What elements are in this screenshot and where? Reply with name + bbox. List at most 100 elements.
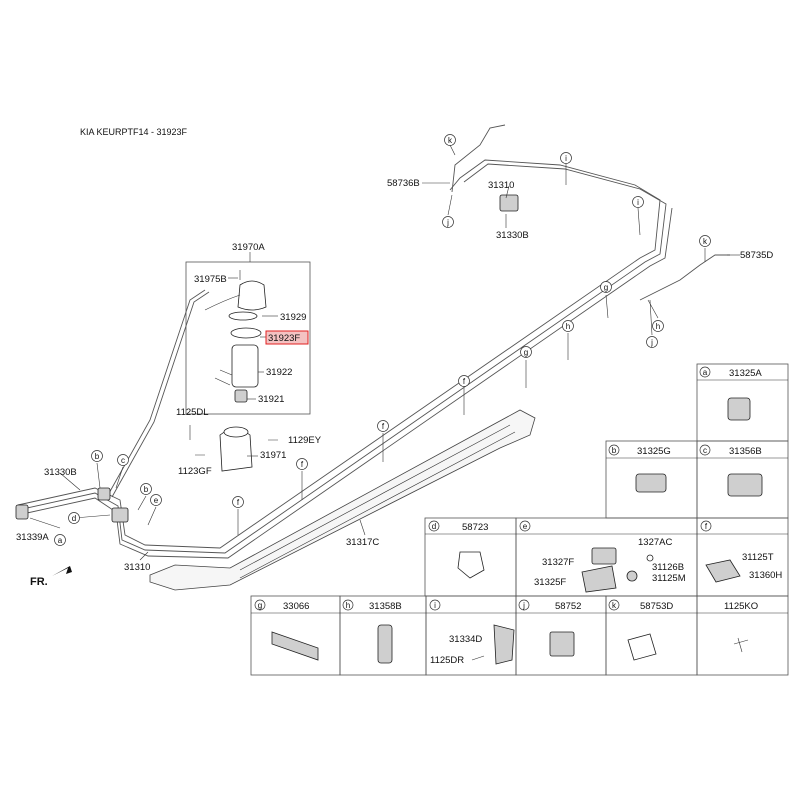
tag-f-2: f xyxy=(377,420,389,432)
svg-text:i: i xyxy=(637,198,639,207)
fuel-filter-assembly xyxy=(204,270,267,403)
fuel-lines xyxy=(17,124,730,559)
front-direction-indicator: FR. xyxy=(30,566,72,588)
legend-part-31358B: 31358B xyxy=(369,601,402,612)
svg-text:k: k xyxy=(612,601,617,610)
callout-31310-top: 31310 xyxy=(488,180,514,191)
svg-text:e: e xyxy=(523,522,528,531)
tag-b-left: b xyxy=(91,450,103,462)
page-title: KIA KEURPTF14 - 31923F xyxy=(80,127,188,137)
legend-part-31334D: 31334D xyxy=(449,634,482,645)
tag-j-right: j xyxy=(646,336,658,348)
tag-h-mid: h xyxy=(562,320,574,332)
fuel-tank-rail xyxy=(149,409,536,591)
part-33066-icon xyxy=(271,631,319,661)
callout-1123GF: 1123GF xyxy=(178,466,212,477)
callout-31921: 31921 xyxy=(258,394,284,405)
legend-part-31125M: 31125M xyxy=(652,573,686,584)
svg-text:c: c xyxy=(703,446,707,455)
svg-text:h: h xyxy=(346,601,350,610)
tag-d: d xyxy=(68,512,80,524)
part-58752-icon xyxy=(549,631,575,657)
callout-31923F[interactable]: 31923F xyxy=(268,333,300,344)
svg-text:k: k xyxy=(703,237,708,246)
callout-labels: 58736B 31310 31330B 58735D 31970A 31975B… xyxy=(16,178,773,573)
legend-part-58752: 58752 xyxy=(555,601,581,612)
part-31327F-icon xyxy=(591,547,617,565)
svg-text:i: i xyxy=(565,154,567,163)
tag-f-1: f xyxy=(458,375,470,387)
connector-clips xyxy=(15,194,519,523)
svg-text:k: k xyxy=(448,136,453,145)
legend-part-1125DR: 1125DR xyxy=(430,655,464,666)
highlight-31923F xyxy=(265,330,309,345)
svg-text:b: b xyxy=(144,485,149,494)
part-1125KO-icon xyxy=(733,637,749,653)
filter-bracket xyxy=(189,425,278,472)
callout-31339A: 31339A xyxy=(16,532,49,543)
svg-text:j: j xyxy=(446,218,449,227)
svg-text:d: d xyxy=(432,522,436,531)
legend-part-58753D: 58753D xyxy=(640,601,673,612)
legend-part-31125T: 31125T xyxy=(742,552,774,563)
part-58723-icon xyxy=(457,551,485,579)
legend-part-1125KO: 1125KO xyxy=(724,601,758,612)
svg-text:j: j xyxy=(650,338,653,347)
svg-text:a: a xyxy=(58,536,63,545)
legend-part-31126B: 31126B xyxy=(652,562,684,573)
callout-31922: 31922 xyxy=(266,367,292,378)
svg-text:g: g xyxy=(524,348,528,357)
legend-part-31325G: 31325G xyxy=(637,446,671,457)
svg-text:g: g xyxy=(258,601,262,610)
callout-58736B: 58736B xyxy=(387,178,420,189)
letter-tags: k j i i k g h j h g f f f f b c b e d a xyxy=(54,134,711,546)
tag-i-top: i xyxy=(560,152,572,164)
svg-text:d: d xyxy=(72,514,76,523)
tag-k-top: k xyxy=(444,134,456,146)
svg-text:f: f xyxy=(382,422,385,431)
legend-part-31360H: 31360H xyxy=(749,570,782,581)
part-1327AC-icon xyxy=(646,554,654,562)
tag-b-mid: b xyxy=(140,483,152,495)
svg-text:j: j xyxy=(522,601,525,610)
svg-text:h: h xyxy=(656,322,660,331)
legend-part-1327AC: 1327AC xyxy=(638,537,672,548)
callout-1129EY: 1129EY xyxy=(288,435,322,446)
callout-31330B-top: 31330B xyxy=(496,230,529,241)
svg-text:f: f xyxy=(301,460,304,469)
legend-part-58723: 58723 xyxy=(462,522,488,533)
svg-text:g: g xyxy=(604,283,608,292)
leader-lines xyxy=(29,144,740,561)
tag-c-left: c xyxy=(117,454,129,466)
tag-i-mid: i xyxy=(632,196,644,208)
part-31334D-icon xyxy=(493,624,515,665)
callout-31975B: 31975B xyxy=(194,274,227,285)
svg-text:h: h xyxy=(566,322,570,331)
svg-text:c: c xyxy=(121,456,125,465)
front-label: FR. xyxy=(30,576,48,588)
tag-h-right: h xyxy=(652,320,664,332)
svg-text:f: f xyxy=(705,522,708,531)
callout-31929: 31929 xyxy=(280,312,306,323)
front-arrow-icon xyxy=(52,566,72,576)
callout-1125DL: 1125DL xyxy=(176,407,209,418)
tag-a: a xyxy=(54,534,66,546)
part-31325G-icon xyxy=(635,473,667,493)
part-31125M-icon xyxy=(626,570,638,582)
callout-31330B-left: 31330B xyxy=(44,467,77,478)
svg-text:f: f xyxy=(237,498,240,507)
callout-31317C: 31317C xyxy=(346,537,379,548)
part-31358B-icon xyxy=(377,624,393,664)
part-31325F-icon xyxy=(581,565,617,593)
legend-part-31325A: 31325A xyxy=(729,368,762,379)
tag-g-mid: g xyxy=(520,346,532,358)
tag-g: g xyxy=(600,281,612,293)
part-31325A-icon xyxy=(727,397,751,421)
tag-f-3: f xyxy=(296,458,308,470)
legend-part-33066: 33066 xyxy=(283,601,309,612)
callout-31971: 31971 xyxy=(260,450,286,461)
callout-58735D: 58735D xyxy=(740,250,773,261)
tag-e: e xyxy=(150,494,162,506)
